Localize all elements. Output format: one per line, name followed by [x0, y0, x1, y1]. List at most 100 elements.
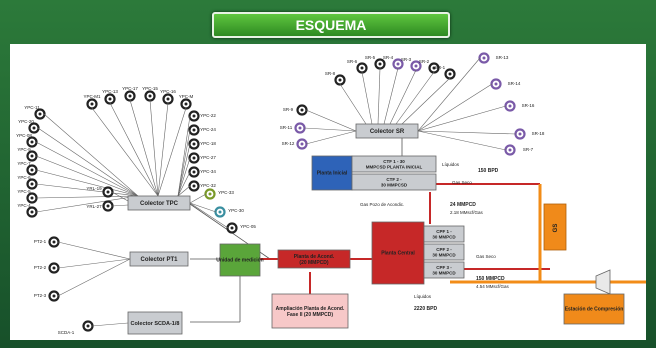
well-tpc-left-5-core	[30, 182, 34, 186]
sr-top-line-6	[401, 77, 451, 125]
well-sr-right-1-label: SR-14	[508, 81, 521, 86]
well-tpc-top-3-label: YPC-15	[142, 86, 158, 91]
well-tpc-left-6-core	[30, 196, 34, 200]
tpc-left-line-7	[35, 195, 139, 213]
gs-box[interactable]	[543, 203, 567, 251]
cpf-1-label-2: 30 MMPCD	[432, 235, 456, 240]
page-title: ESQUEMA	[212, 12, 450, 38]
ctf-2[interactable]	[351, 173, 437, 191]
cpf-3-label-2: 30 MMPCD	[432, 271, 456, 276]
well-tpc-left-3-core	[30, 154, 34, 158]
well-tpc-nr-2-core	[230, 226, 234, 230]
sr-top-line-4	[389, 69, 417, 125]
planta-acondicionamiento[interactable]	[277, 249, 351, 269]
well-yrl-27-core	[106, 204, 110, 208]
estacion-compresion[interactable]	[563, 293, 625, 325]
well-sr-left-1-core	[298, 126, 302, 130]
compressor-icon	[595, 269, 611, 295]
ampliacion-planta-label-2: Fase II (20 MMPCD)	[287, 312, 333, 318]
well-sr-top-6-label: SR-1	[435, 65, 446, 70]
well-sr-top-3-label: SR-4	[383, 55, 394, 60]
well-sr-right-0-core	[482, 56, 486, 60]
well-tpc-left-2-core	[30, 140, 34, 144]
tpc-nr-line-2	[189, 202, 229, 229]
orange-connectors	[450, 184, 646, 284]
cpf-3-label: CPF 3 -	[436, 265, 452, 270]
ampliacion-planta-label: Ampliación Planta de Acond.	[276, 306, 345, 312]
well-tpc-right-4-label: YPC-34	[200, 169, 216, 174]
sr-left-line-1	[303, 127, 357, 132]
sr-top-line-1	[361, 71, 373, 125]
well-tpc-left-7-core	[30, 210, 34, 214]
well-sr-right-1-core	[494, 82, 498, 86]
yrl-27-line	[111, 204, 129, 207]
cpf-1[interactable]	[423, 225, 465, 243]
gas-seco-1-label: Gas Seco	[452, 180, 472, 185]
unidad-medicion[interactable]	[219, 243, 261, 277]
pt-line-0	[57, 241, 131, 260]
well-pt-2-core	[52, 294, 56, 298]
well-yrl-27-label: YRL-27	[86, 204, 102, 209]
well-sr-top-5-core	[432, 66, 436, 70]
well-sr-top-1-label: SR-6	[347, 59, 358, 64]
colector-scda[interactable]	[127, 311, 183, 335]
well-tpc-top-3-core	[148, 94, 152, 98]
well-sr-left-0-core	[300, 108, 304, 112]
tpc-left-line-5	[35, 183, 139, 197]
well-sr-top-0-core	[338, 78, 342, 82]
well-tpc-top-5-core	[184, 102, 188, 106]
well-sr-left-2-label: SR-12	[282, 141, 295, 146]
well-tpc-right-1-core	[192, 128, 196, 132]
cpf-3[interactable]	[423, 261, 465, 279]
ampliacion-planta[interactable]	[271, 293, 349, 329]
well-tpc-top-1-core	[108, 97, 112, 101]
well-yrl-19-label: YRL-19	[86, 186, 102, 191]
well-sr-left-1-label: SR-11	[280, 125, 293, 130]
unidad-medicion-label: Unidad de medición	[216, 258, 264, 264]
sr-right-line-0	[417, 57, 481, 132]
colector-sr[interactable]	[355, 123, 419, 139]
well-tpc-left-1-core	[32, 126, 36, 130]
sr-right-line-3	[417, 130, 517, 135]
well-tpc-right-3-label: YPC-27	[200, 155, 216, 160]
well-sr-left-2-core	[300, 142, 304, 146]
tpc-left-line-0	[43, 113, 139, 197]
well-tpc-nr-1-core	[218, 210, 222, 214]
tpc-left-line-3	[35, 155, 139, 197]
well-sr-top-5-label: SR-2	[419, 59, 430, 64]
pt-line-1	[57, 258, 131, 269]
pt-line-2	[57, 258, 131, 297]
tpc-right-line-0	[177, 115, 191, 197]
cpf-2[interactable]	[423, 243, 465, 261]
gas-seco-2-value: 150 MMPCD	[476, 276, 505, 282]
tpc-top-line-1	[109, 102, 159, 197]
planta-inicial-label: Planta Inicial	[317, 171, 348, 177]
well-tpc-top-4-label: YPC-16	[160, 89, 176, 94]
liquidos-2-value: 2220 BPD	[414, 306, 437, 312]
well-tpc-right-2-label: YPC-18	[200, 141, 216, 146]
planta-central[interactable]	[371, 221, 425, 285]
well-tpc-left-6-label: YPC-5	[17, 189, 31, 194]
well-tpc-nr-0-label: YPC-33	[218, 190, 234, 195]
well-tpc-nr-1-label: YPC-30	[228, 208, 244, 213]
colector-tpc[interactable]	[127, 195, 191, 211]
sr-top-line-3	[383, 67, 399, 125]
gas-pozo-label: Gas Pozo de Acondic.	[360, 202, 404, 207]
well-tpc-left-3-label: YPC-9	[17, 147, 31, 152]
scda-line	[91, 322, 129, 327]
colector-pt1[interactable]	[129, 251, 189, 267]
cpf-1-label: CPF 1 -	[436, 229, 452, 234]
ctf-2-label: CTF 2 -	[386, 177, 402, 182]
well-tpc-top-0-label: YPC-M1	[83, 94, 100, 99]
planta-central-label: Planta Central	[381, 251, 415, 257]
well-pt-1-core	[52, 266, 56, 270]
colector-tpc-label: Colector TPC	[140, 201, 179, 207]
well-tpc-left-4-label: YPC-7	[17, 161, 31, 166]
planta-inicial[interactable]	[311, 155, 353, 191]
well-tpc-top-2-core	[128, 94, 132, 98]
red-connectors	[260, 183, 550, 294]
well-scda-1-core	[86, 324, 90, 328]
ctf-1[interactable]	[351, 155, 437, 173]
tpc-right-line-2	[177, 143, 191, 197]
well-yrl-19-core	[106, 190, 110, 194]
